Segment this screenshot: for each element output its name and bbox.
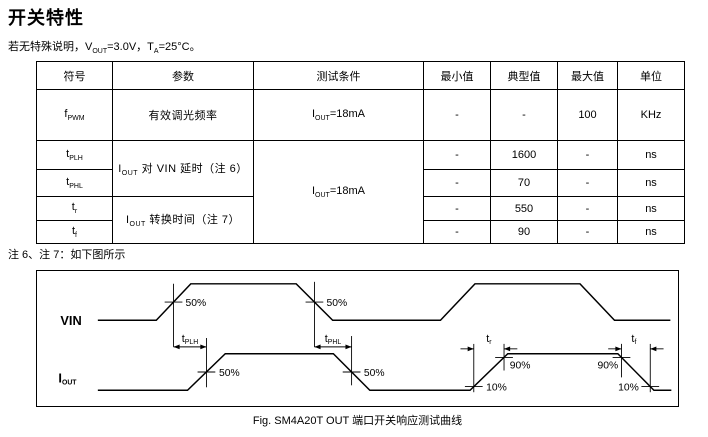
- cell-unit: ns: [617, 220, 685, 244]
- header-test-condition: 测试条件: [253, 61, 424, 90]
- iout-waveform-label: IOUT: [58, 370, 77, 386]
- cell-min: -: [423, 220, 491, 244]
- cell-test-condition-merged: IOUT=18mA: [253, 140, 424, 244]
- notes-reference-line: 注 6、注 7：如下图所示: [8, 249, 126, 261]
- switching-characteristics-table: 符号 参数 测试条件 最小值 典型值 最大值 单位 fPWM 有效调光频率 IO…: [36, 61, 685, 244]
- header-symbol: 符号: [36, 61, 113, 90]
- param-text: 转换时间（注 7）: [145, 214, 241, 227]
- condition-base: I: [311, 184, 316, 197]
- tf-dimension: tf: [608, 333, 664, 352]
- cell-symbol: tPLH: [36, 140, 113, 170]
- symbol-sub: f: [75, 232, 77, 240]
- pct10-rise-label: 10%: [486, 383, 507, 394]
- table-header-row: 符号 参数 测试条件 最小值 典型值 最大值 单位: [36, 61, 685, 90]
- cell-parameter: 有效调光频率: [112, 89, 254, 141]
- condition-base: I: [311, 107, 316, 120]
- condition-text: 若无特殊说明，V: [8, 41, 93, 53]
- param-base: I: [125, 214, 130, 227]
- vin-waveform-line: [97, 283, 671, 322]
- timing-diagram-svg: VIN IOUT: [58, 281, 672, 394]
- cell-max: -: [557, 220, 618, 244]
- condition-sub-ta: A: [153, 48, 159, 56]
- condition-value: =18mA: [329, 107, 365, 120]
- cell-max: -: [557, 140, 618, 170]
- tplh-label: tPLH: [182, 333, 198, 346]
- symbol-sub: PLH: [69, 155, 83, 163]
- param-sub: OUT: [121, 170, 139, 178]
- cell-max: -: [557, 196, 618, 221]
- header-max: 最大值: [557, 61, 618, 90]
- tphl-dimension: tPHL: [314, 333, 352, 350]
- cell-min: -: [423, 196, 491, 221]
- cell-parameter-transition: IOUT 转换时间（注 7）: [112, 196, 254, 244]
- pct50-vin-rise-label: 50%: [186, 298, 207, 309]
- table-row-fpwm: fPWM 有效调光频率 IOUT=18mA - - 100 KHz: [36, 89, 685, 141]
- symbol-base: t: [71, 224, 76, 237]
- page-title: 开关特性: [8, 8, 84, 28]
- pct90-fall-label: 90%: [597, 361, 618, 372]
- cell-test-condition: IOUT=18mA: [253, 89, 424, 141]
- cell-typ: 90: [490, 220, 558, 244]
- condition-sub: OUT: [315, 115, 330, 123]
- symbol-base: t: [71, 201, 75, 214]
- header-unit: 单位: [617, 61, 685, 90]
- cell-typ: 1600: [490, 140, 558, 170]
- cell-symbol: tf: [36, 220, 113, 244]
- condition-text: =3.0V，T: [107, 41, 154, 53]
- tr-dimension: tr: [460, 333, 518, 352]
- condition-text: =25°C。: [158, 41, 201, 53]
- header-min: 最小值: [423, 61, 491, 90]
- pct50-vin-fall-label: 50%: [326, 298, 347, 309]
- pct50-iout-rise-label: 50%: [219, 368, 240, 379]
- figure-caption: Fig. SM4A20T OUT 端口开关响应测试曲线: [252, 415, 463, 427]
- symbol-base: t: [66, 175, 70, 188]
- table-row-tr: tr IOUT 转换时间（注 7） - 550 - ns: [36, 196, 685, 244]
- dimension-extension-lines: [173, 281, 651, 393]
- percentage-annotations: 50% 50% 50% 50% 10% 90% 90% 10%: [186, 298, 639, 394]
- tplh-dimension: tPLH: [173, 333, 207, 350]
- test-condition-note: 若无特殊说明，VOUT=3.0V，TA=25°C。: [8, 38, 201, 55]
- cell-typ: 550: [490, 196, 558, 221]
- cell-min: -: [423, 140, 491, 170]
- cell-max: -: [557, 169, 618, 197]
- header-parameter: 参数: [112, 61, 254, 90]
- vin-waveform-label: VIN: [60, 313, 81, 328]
- condition-sub: OUT: [315, 192, 330, 200]
- timing-diagram-figure: VIN IOUT: [36, 270, 679, 407]
- cell-typ: 70: [490, 169, 558, 197]
- param-sub: OUT: [129, 221, 146, 229]
- cell-max: 100: [557, 89, 618, 141]
- condition-sub-vout: OUT: [92, 48, 108, 56]
- pct90-rise-label: 90%: [510, 361, 531, 372]
- tr-label: tr: [486, 333, 492, 346]
- cell-min: -: [423, 89, 491, 141]
- cell-symbol: fPWM: [36, 89, 113, 141]
- symbol-sub: PHL: [69, 183, 83, 191]
- symbol-base: t: [66, 147, 70, 160]
- cell-symbol: tr: [36, 196, 113, 221]
- cell-unit: ns: [617, 196, 685, 221]
- cell-unit: ns: [617, 169, 685, 197]
- param-base: I: [118, 162, 122, 175]
- pct50-iout-fall-label: 50%: [364, 368, 385, 379]
- cell-unit: ns: [617, 140, 685, 170]
- threshold-cross-ticks: [164, 301, 660, 388]
- cell-min: -: [423, 169, 491, 197]
- cell-parameter-delay: IOUT 对 VIN 延时（注 6）: [112, 140, 254, 197]
- pct10-fall-label: 10%: [618, 383, 639, 394]
- table-row-tf: tf - 90 - ns: [36, 220, 685, 244]
- condition-value: =18mA: [329, 184, 365, 197]
- header-typ: 典型值: [490, 61, 558, 90]
- symbol-sub: r: [74, 208, 78, 216]
- tf-label: tf: [631, 333, 636, 346]
- symbol-sub: PWM: [67, 115, 85, 123]
- symbol-base: f: [64, 107, 68, 120]
- tphl-label: tPHL: [325, 333, 342, 346]
- cell-typ: -: [490, 89, 558, 141]
- iout-waveform-line: [97, 353, 672, 391]
- table-row-tplh: tPLH IOUT 对 VIN 延时（注 6） IOUT=18mA - 1600…: [36, 140, 685, 244]
- param-text: 对 VIN 延时（注 6）: [138, 162, 248, 175]
- cell-unit: KHz: [617, 89, 685, 141]
- cell-symbol: tPHL: [36, 169, 113, 197]
